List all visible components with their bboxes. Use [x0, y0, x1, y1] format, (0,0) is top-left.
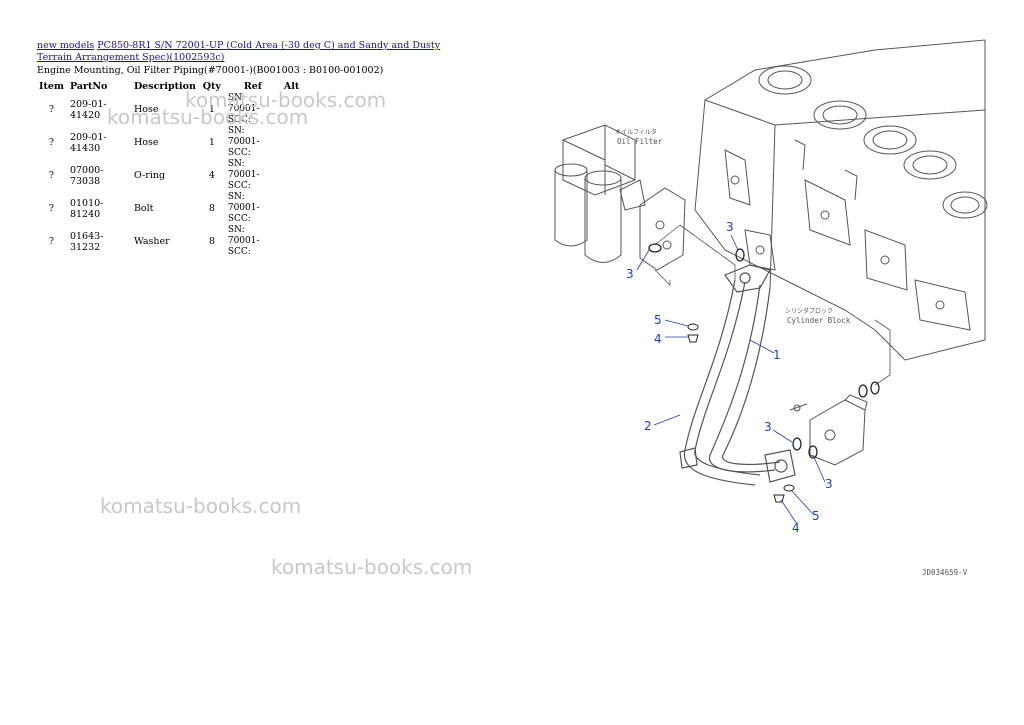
- cell-partno: 01010-81240: [69, 197, 104, 220]
- parts-table: Item PartNo Description Qty Ref Alt ? 20…: [36, 79, 302, 258]
- cell-qty: 1: [208, 137, 215, 148]
- oil-filter-jp-label: オイルフィルタ: [615, 128, 657, 136]
- cell-qty: 8: [208, 236, 215, 247]
- cell-description: Washer: [133, 236, 170, 247]
- callout-3: 3: [626, 267, 634, 281]
- cell-item: ?: [48, 236, 55, 247]
- callout-5: 5: [654, 313, 662, 327]
- callout-3: 3: [825, 477, 833, 491]
- cylinder-block-jp-label: シリンダブロック: [785, 307, 833, 315]
- cell-ref: SN: 70001-SCC:: [227, 159, 260, 191]
- callout-2: 2: [644, 419, 652, 433]
- callout-5: 5: [812, 509, 820, 523]
- cell-item: ?: [48, 104, 55, 115]
- header-qty: Qty: [202, 80, 221, 92]
- filter-flange-drawing: [639, 187, 686, 271]
- cell-description: Hose: [133, 137, 159, 148]
- cylinder-block-drawing: [694, 39, 988, 361]
- header-item: Item: [39, 80, 64, 92]
- callout-1: 1: [773, 348, 781, 362]
- parts-diagram: 3 3 5 4 1 2 3 3 4 5 オイルフィルタ Oil Filter シ…: [554, 39, 988, 577]
- cell-description: Bolt: [133, 203, 154, 214]
- guide-lines: [654, 224, 891, 386]
- header-description: Description: [133, 80, 196, 92]
- cell-item: ?: [48, 203, 55, 214]
- header-alt: Alt: [283, 80, 300, 92]
- watermark: komatsu-books.com: [100, 494, 302, 518]
- block-flange-drawing: [789, 394, 868, 466]
- page-subtitle: Engine Mounting, Oil Filter Piping(#7000…: [37, 65, 384, 76]
- oil-filter-drawing: [554, 124, 646, 263]
- cell-alt: [281, 159, 302, 192]
- watermark: komatsu-books.com: [271, 555, 473, 579]
- table-row: ? 209-01-41430 Hose 1 SN: 70001-SCC:: [36, 126, 302, 159]
- cylinder-block-label: Cylinder Block: [787, 316, 851, 325]
- o-rings: [648, 243, 880, 459]
- cell-partno: 07000-73038: [69, 164, 104, 187]
- cell-ref: SN: 70001-SCC:: [227, 225, 260, 257]
- cell-partno: 01643-31232: [69, 230, 104, 253]
- cell-alt: [281, 93, 302, 126]
- table-row: ? 209-01-41420 Hose 1 SN: 70001-SCC:: [36, 93, 302, 126]
- header-ref: Ref: [243, 80, 262, 92]
- cell-partno: 209-01-41430: [69, 131, 107, 154]
- oil-filter-label: Oil Filter: [617, 137, 663, 146]
- table-header-row: Item PartNo Description Qty Ref Alt: [36, 79, 302, 93]
- callout-3: 3: [726, 220, 734, 234]
- callout-3: 3: [764, 420, 772, 434]
- breadcrumb-link-new-models[interactable]: new models: [37, 40, 95, 51]
- breadcrumb-link-model[interactable]: PC850-8R1 S/N 72001-UP (Cold Area (-30 d…: [37, 40, 441, 63]
- table-row: ? 01643-31232 Washer 8 SN: 70001-SCC:: [36, 225, 302, 258]
- cell-alt: [281, 225, 302, 258]
- table-row: ? 07000-73038 O-ring 4 SN: 70001-SCC:: [36, 159, 302, 192]
- cell-description: O-ring: [133, 170, 166, 181]
- cell-ref: SN: 70001-SCC:: [227, 192, 260, 224]
- cell-ref: SN: 70001-SCC:: [227, 126, 260, 158]
- cell-description: Hose: [133, 104, 159, 115]
- callout-leaders: [636, 234, 826, 525]
- hose-assembly-drawing: [679, 264, 796, 486]
- bolts-and-washers: [687, 323, 795, 503]
- cell-item: ?: [48, 137, 55, 148]
- cell-partno: 209-01-41420: [69, 98, 107, 121]
- cell-alt: [281, 126, 302, 159]
- cell-qty: 4: [208, 170, 215, 181]
- callout-4: 4: [654, 332, 662, 346]
- figure-id: JD034659-V: [922, 568, 968, 577]
- callout-4: 4: [792, 521, 800, 535]
- table-row: ? 01010-81240 Bolt 8 SN: 70001-SCC:: [36, 192, 302, 225]
- cell-alt: [281, 192, 302, 225]
- breadcrumb: new models PC850-8R1 S/N 72001-UP (Cold …: [37, 40, 457, 64]
- cell-item: ?: [48, 170, 55, 181]
- cell-qty: 8: [208, 203, 215, 214]
- cell-qty: 1: [208, 104, 215, 115]
- cell-ref: SN: 70001-SCC:: [227, 93, 260, 125]
- header-partno: PartNo: [69, 80, 108, 92]
